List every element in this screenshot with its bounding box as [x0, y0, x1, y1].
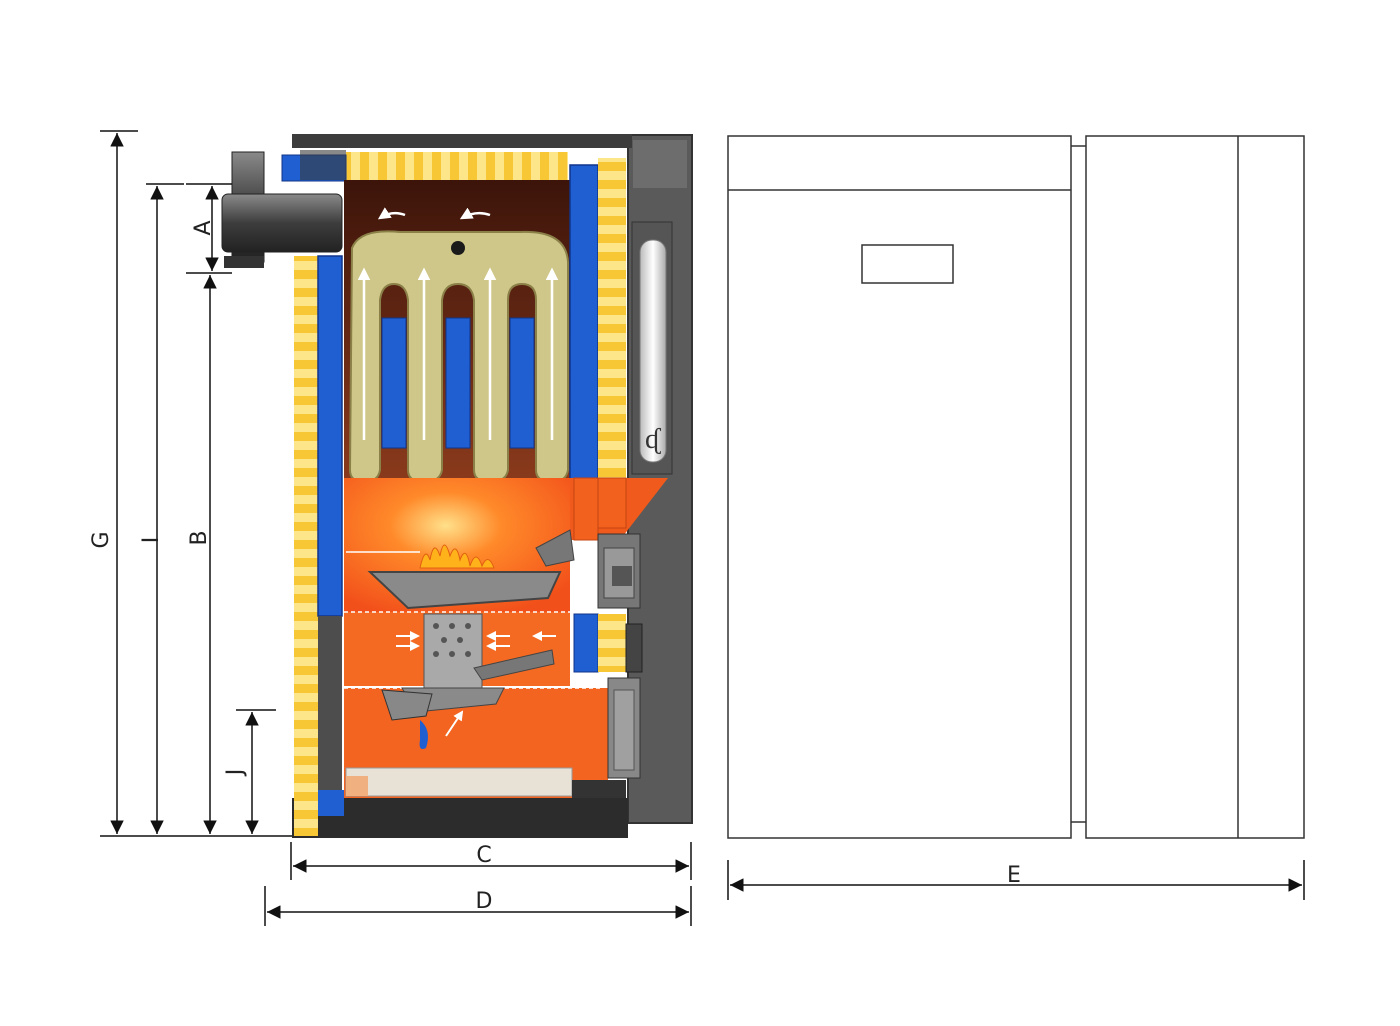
- airflow-arrow-icon: [396, 631, 556, 737]
- flue-outlet-pipe: [221, 151, 343, 268]
- baffle-3: [509, 317, 535, 449]
- insulation-left: [294, 256, 318, 836]
- base-plate: [292, 798, 628, 838]
- front-view-panel: [727, 135, 1086, 839]
- nameplate: [861, 244, 954, 284]
- insulation-top: [346, 152, 568, 180]
- baffle-2: [445, 317, 471, 449]
- ash-drawer: [345, 767, 573, 797]
- dim-label-d: D: [476, 889, 493, 914]
- svg-text:ᶑ: ᶑ: [645, 422, 662, 455]
- insulation-right: [598, 158, 626, 480]
- control-panel: [625, 623, 643, 673]
- fire-icon: [419, 544, 495, 569]
- flue-flow-arrows: [357, 207, 559, 440]
- burner-tray: [367, 571, 562, 610]
- dim-label-e: E: [1007, 863, 1021, 888]
- baffle-1: [381, 317, 407, 449]
- dim-label-a: A: [191, 220, 216, 235]
- water-jacket-left: [317, 255, 343, 617]
- dimension-lines: [100, 130, 1305, 926]
- ash-scraper: [381, 689, 433, 721]
- dim-label-j: J: [223, 769, 248, 778]
- boiler-cutaway: ᶑ: [221, 134, 693, 838]
- side-view-panel: [1085, 135, 1305, 839]
- water-jacket-right: [569, 164, 599, 481]
- top-casing: [292, 134, 632, 148]
- dim-label-i: I: [139, 537, 164, 544]
- dim-label-c: C: [476, 843, 491, 868]
- dim-label-g: G: [89, 531, 114, 548]
- dim-label-b: B: [187, 530, 212, 545]
